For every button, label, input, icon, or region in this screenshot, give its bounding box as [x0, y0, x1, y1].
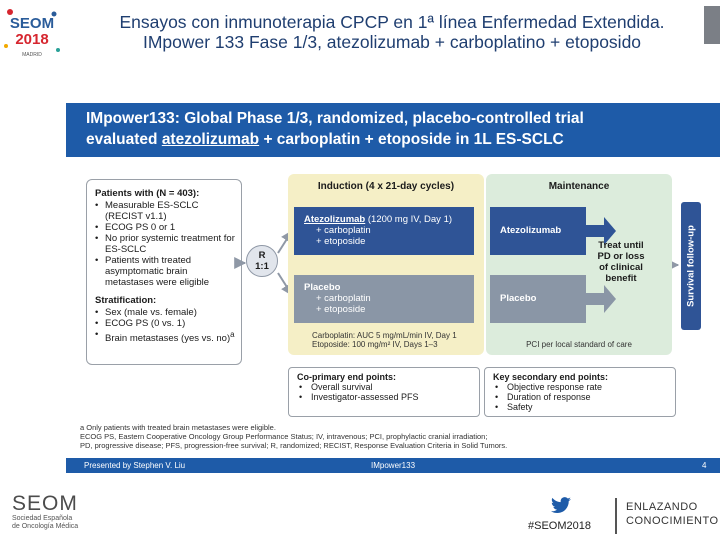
slide-title-line-1: IMpower133: Global Phase 1/3, randomized… — [86, 110, 584, 127]
randomization-ratio: 1:1 — [255, 261, 269, 272]
maintenance-panel — [486, 174, 672, 355]
header-accent-bar — [704, 6, 720, 44]
drug-name-underlined: atezolizumab — [161, 131, 260, 148]
randomization-node: R 1:1 — [246, 245, 278, 277]
induction-atezolizumab-arm: Atezolizumab (1200 mg IV, Day 1) + carbo… — [294, 207, 474, 255]
secondary-endpoints-box: Key secondary end points: Objective resp… — [484, 367, 676, 417]
brand-divider — [615, 498, 617, 534]
eligibility-item: ECOG PS 0 or 1 — [95, 222, 235, 233]
patients-heading: Patients with (N = 403): — [95, 188, 200, 199]
slide-footer-bar: Presented by Stephen V. Liu IMpower133 4 — [66, 458, 720, 473]
arm-combo-1: + carboplatin — [316, 293, 371, 304]
slide-title-line-2: evaluated atezolizumab + carboplatin + e… — [86, 131, 564, 148]
arm-combo-2: + etoposide — [316, 236, 366, 247]
page-title: Ensayos con inmunoterapia CPCP en 1ª lín… — [82, 12, 702, 52]
conference-hashtag: #SEOM2018 — [528, 520, 591, 532]
primary-endpoints-box: Co-primary end points: Overall survival … — [288, 367, 480, 417]
survival-follow-up-bar — [681, 202, 701, 330]
slide-page-number: 4 — [702, 461, 707, 470]
pci-note: PCI per local standard of care — [526, 340, 632, 349]
slide-footnotes: a Only patients with treated brain metas… — [80, 423, 508, 450]
survival-follow-up-label: Survival follow-up — [685, 225, 697, 307]
page-title-line-1: Ensayos con inmunoterapia CPCP en 1ª lín… — [119, 12, 665, 32]
slide-title-banner: IMpower133: Global Phase 1/3, randomized… — [66, 103, 720, 157]
endpoint-item: Duration of response — [493, 392, 667, 402]
eligibility-item: Patients with treated asymptomatic brain… — [95, 255, 235, 288]
trial-slide: IMpower133: Global Phase 1/3, randomized… — [66, 103, 720, 473]
eligibility-item: No prior systemic treatment for ES-SCLC — [95, 233, 235, 255]
slide-title: IMpower133: Global Phase 1/3, randomized… — [86, 108, 584, 150]
dose-note: Carboplatin: AUC 5 mg/mL/min IV, Day 1 E… — [312, 331, 457, 349]
seom-subtitle: Sociedad Española de Oncología Médica — [12, 515, 79, 530]
arm-combo-2: + etoposide — [316, 304, 366, 315]
stratification-item: Brain metastases (yes vs. no)a — [95, 329, 235, 344]
stratification-heading: Stratification: — [95, 295, 157, 306]
maintenance-placebo-arm: Placebo — [490, 275, 586, 323]
brand-tagline: ENLAZANDO CONOCIMIENTO — [626, 501, 719, 527]
eligibility-item: Measurable ES-SCLC (RECIST v1.1) — [95, 200, 235, 222]
eligibility-list: Measurable ES-SCLC (RECIST v1.1) ECOG PS… — [95, 200, 235, 288]
secondary-endpoints-heading: Key secondary end points: — [493, 372, 609, 382]
induction-panel — [288, 174, 484, 355]
arm-combo-1: + carboplatin — [316, 225, 371, 236]
treat-until-text: Treat until PD or loss of clinical benef… — [597, 240, 645, 284]
endpoint-item: Overall survival — [297, 382, 471, 392]
stratification-list: Sex (male vs. female) ECOG PS (0 vs. 1) … — [95, 307, 235, 344]
primary-endpoints-heading: Co-primary end points: — [297, 372, 397, 382]
footnote-mark: a — [230, 330, 235, 339]
presenter-credit: Presented by Stephen V. Liu — [84, 461, 186, 470]
arm-placebo: Placebo — [304, 282, 341, 293]
logo-word: SEOM — [10, 15, 54, 32]
stratification-item: ECOG PS (0 vs. 1) — [95, 318, 235, 329]
arm-drug: Atezolizumab — [304, 214, 366, 225]
seom-wordmark: SEOM — [12, 492, 78, 515]
eligibility-box: Patients with (N = 403): Measurable ES-S… — [86, 179, 242, 365]
logo-city: MADRID — [22, 52, 42, 58]
maintenance-atezolizumab-arm: Atezolizumab — [490, 207, 586, 255]
seom-2018-logo: SEOM 2018 MADRID — [4, 9, 60, 58]
page-title-line-2: IMpower 133 Fase 1/3, atezolizumab + car… — [142, 32, 642, 52]
study-name: IMpower133 — [371, 461, 416, 470]
maintenance-label: Maintenance — [548, 181, 610, 192]
stratification-item: Sex (male vs. female) — [95, 307, 235, 318]
logo-year: 2018 — [15, 31, 48, 48]
randomization-label: R — [258, 250, 266, 261]
twitter-bird-icon — [551, 497, 571, 514]
endpoint-item: Investigator-assessed PFS — [297, 392, 471, 402]
maintenance-arrows — [586, 217, 616, 313]
endpoint-item: Safety — [493, 402, 667, 412]
endpoint-item: Objective response rate — [493, 382, 667, 392]
induction-label: Induction (4 x 21-day cycles) — [317, 181, 455, 192]
induction-placebo-arm: Placebo + carboplatin + etoposide — [294, 275, 474, 323]
